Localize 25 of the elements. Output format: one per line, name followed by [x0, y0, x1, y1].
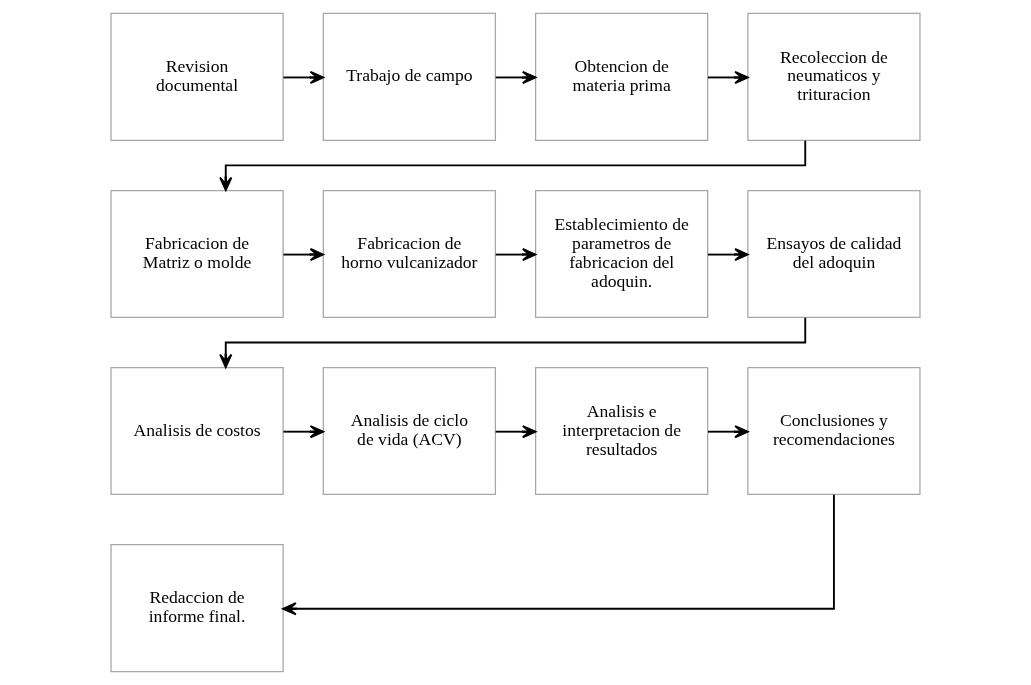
arrow: [219, 316, 807, 369]
node-box: Recoleccion de neumaticos y trituracion: [747, 12, 921, 141]
node-box: Analisis de ciclo de vida (ACV): [322, 367, 497, 496]
arrow: [282, 70, 325, 85]
node-box: Trabajo de campo: [322, 12, 497, 141]
node-box: Fabricacion de horno vulcanizador: [322, 189, 497, 318]
arrow: [707, 70, 749, 85]
node-box: Obtencion de materia prima: [534, 12, 709, 141]
node-box: Analisis de costos: [110, 367, 284, 496]
arrow: [494, 248, 537, 262]
arrow: [282, 493, 835, 616]
arrow: [219, 139, 807, 191]
node-box: Establecimiento de parametros de fabricacion del adoquin.: [534, 189, 709, 318]
node-box: Fabricacion de Matriz o molde: [110, 189, 284, 318]
node-box: Redaccion de informe final.: [110, 544, 284, 673]
arrow: [707, 425, 749, 439]
arrow: [494, 425, 537, 439]
arrow: [707, 248, 749, 262]
node-box: Revision documental: [110, 12, 284, 141]
arrow: [494, 70, 537, 85]
node-box: Analisis e interpretacion de resultados: [534, 367, 709, 496]
node-box: Ensayos de calidad del adoquin: [747, 189, 921, 318]
arrow: [282, 248, 325, 262]
arrow: [282, 425, 325, 439]
node-box: Conclusiones y recomendaciones: [747, 367, 921, 496]
